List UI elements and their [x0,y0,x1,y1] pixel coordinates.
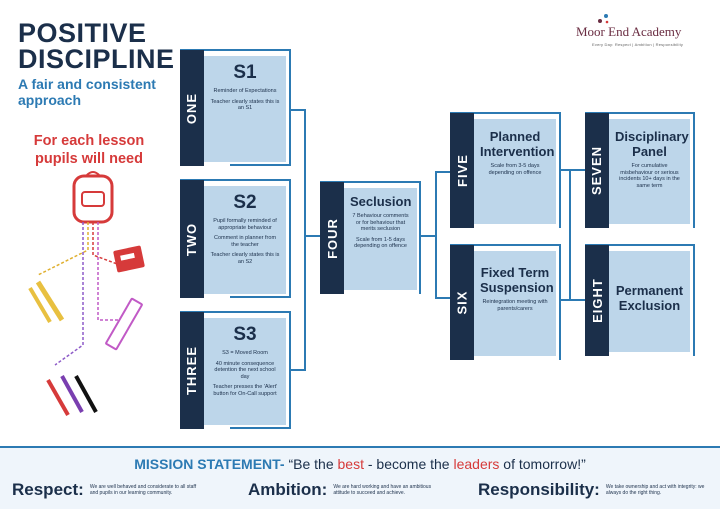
value-description: We are hard working and have an ambitiou… [333,484,432,496]
stage-line: 40 minute consequence detention the next… [214,360,276,380]
stage-line: Scale from 3-5 days depending on offence [488,163,542,176]
stage-line: S3 = Moved Room [222,350,268,356]
value-description: We take ownership and act with integrity… [605,484,705,496]
stage-s2: S2 Pupil formally reminded of appropriat… [204,186,286,294]
stage-disciplinary-panel: Disciplinary Panel For cumulative misbeh… [609,119,690,224]
stage-permanent-exclusion: Permanent Exclusion [609,251,690,352]
tab-eight: EIGHT [585,245,609,356]
stage-seclusion: Seclusion 7 Behaviour comments or for be… [344,188,417,290]
value-responsibility: Responsibility: We take ownership and ac… [478,480,716,500]
tab-one: ONE [180,50,204,166]
page-subtitle: A fair and consistent approach [18,76,156,108]
stage-line: 7 Behaviour comments or for behaviour th… [352,213,409,232]
mission-quote: “Be the best - become the leaders of tom… [288,456,586,472]
stage-title: Seclusion [350,194,412,209]
value-ambition: Ambition: We are hard working and have a… [248,480,468,500]
mission-statement: MISSION STATEMENT- “Be the best - become… [0,456,720,472]
stage-title: S1 [233,62,257,83]
values-band [0,446,720,509]
title-line-2: DISCIPLINE [18,44,175,74]
stage-title: Permanent Exclusion [615,283,684,313]
equipment-illustration [28,171,145,416]
stage-line: Teacher presses the 'Alert' button for O… [212,384,278,397]
pencil-icon [28,280,65,324]
stage-s1: S1 Reminder of Expectations Teacher clea… [204,56,286,162]
stage-line: Scale from 1-5 days depending on offence [354,236,407,250]
stage-line: For cumulative misbehaviour or serious i… [619,163,680,189]
stage-line: Reminder of Expectations [213,88,277,94]
stage-line: Reintegration meeting with parents/carer… [482,299,548,312]
value-name: Ambition: [248,480,328,499]
lesson-note: For each lesson pupils will need [33,133,145,167]
ruler-icon [105,297,143,351]
value-name: Responsibility: [478,480,600,499]
value-description: We are well behaved and considerate to a… [89,484,197,496]
tab-four: FOUR [320,182,344,294]
planner-icon [113,245,145,273]
stage-title: Disciplinary Panel [615,129,689,159]
mission-label: MISSION STATEMENT- [134,456,285,472]
stage-title: Fixed Term Suspension [480,265,554,295]
tab-five: FIVE [450,113,474,228]
school-logo-name: Moor End Academy [576,24,682,39]
tab-three: THREE [180,312,204,429]
pens-icon [46,375,98,416]
school-logo-tagline: Every Day: Respect | Ambition | Responsi… [592,42,684,47]
value-name: Respect: [12,480,84,499]
stage-line: Comment in planner from the teacher [213,235,277,248]
tab-six: SIX [450,245,474,360]
stage-title: S3 [233,324,257,345]
stage-s3: S3 S3 = Moved Room 40 minute consequence… [204,318,286,425]
stage-title: S2 [233,192,257,213]
stage-fixed-term-suspension: Fixed Term Suspension Reintegration meet… [474,251,556,356]
star-logo-icon [598,14,609,24]
stage-line: Teacher clearly states this is an S1 [210,98,280,112]
stage-title: Planned Intervention [480,129,555,159]
page-title: POSITIVE DISCIPLINE [18,18,175,74]
stage-line: Teacher clearly states this is an S2 [210,252,280,265]
stage-line: Pupil formally reminded of appropriate b… [213,218,277,231]
tab-two: TWO [180,180,204,298]
title-line-1: POSITIVE [18,18,147,48]
value-respect: Respect: We are well behaved and conside… [12,480,232,500]
stage-planned-intervention: Planned Intervention Scale from 3-5 days… [474,119,556,224]
tab-seven: SEVEN [585,113,609,228]
